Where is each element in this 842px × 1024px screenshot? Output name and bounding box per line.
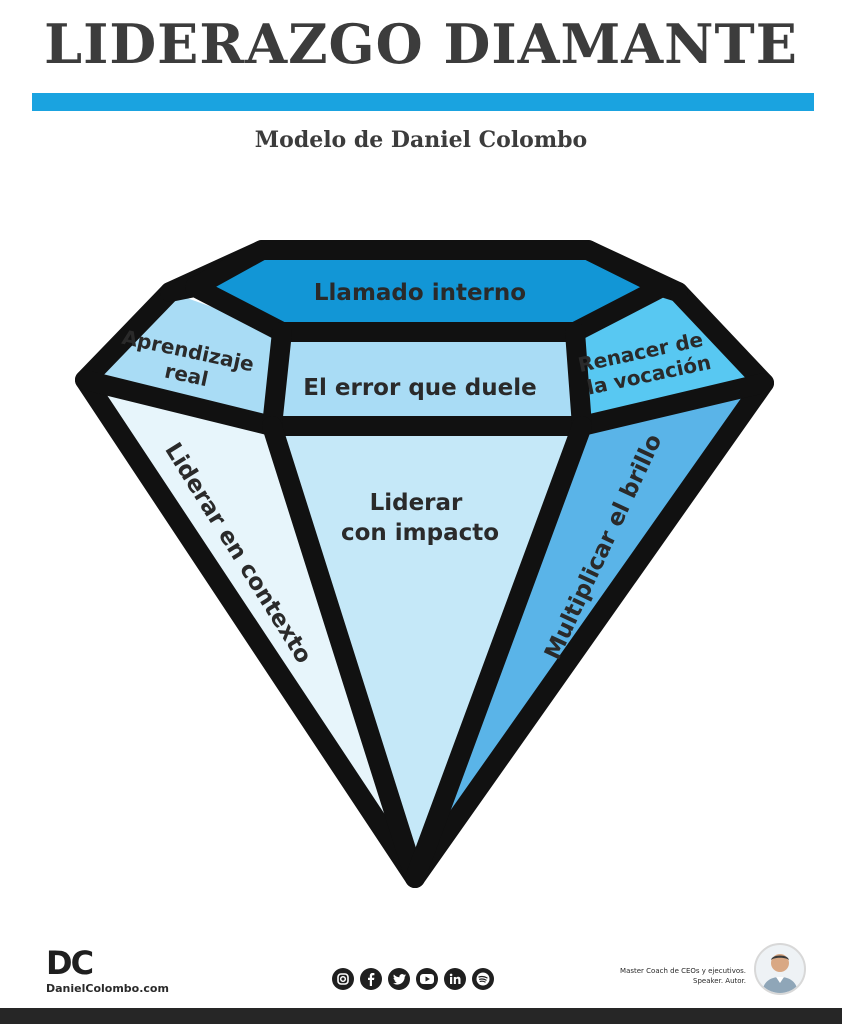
website-link[interactable]: DanielColombo.com xyxy=(46,982,169,995)
facet-center-crown xyxy=(272,332,582,426)
spotify-icon[interactable] xyxy=(472,968,494,990)
label-impacto-line1: Liderar xyxy=(370,490,463,516)
label-el-error-que-duele: El error que duele xyxy=(303,375,536,401)
label-impacto-line2: con impacto xyxy=(341,520,499,546)
label-llamado-interno: Llamado interno xyxy=(314,280,526,306)
brand-logo[interactable]: DC DanielColombo.com xyxy=(46,944,169,995)
facet-left-crown xyxy=(85,292,282,426)
youtube-icon[interactable] xyxy=(416,968,438,990)
facebook-icon[interactable] xyxy=(360,968,382,990)
coach-tagline: Master Coach de CEOs y ejecutivos. Speak… xyxy=(600,966,746,986)
linkedin-icon[interactable] xyxy=(444,968,466,990)
author-avatar xyxy=(754,943,806,995)
page-subtitle: Modelo de Daniel Colombo xyxy=(254,127,588,153)
diamond-outline xyxy=(75,240,774,888)
page-title: LIDERAZGO DIAMANTE xyxy=(44,12,798,76)
facet-top xyxy=(195,250,662,332)
coach-tagline-line2: Speaker. Autor. xyxy=(693,977,746,985)
dc-logo-mark: DC xyxy=(46,944,94,982)
social-links xyxy=(332,968,494,990)
title-underline xyxy=(32,93,814,111)
label-liderar-con-impacto: Liderar con impacto xyxy=(341,490,499,546)
facet-center-pavilion xyxy=(272,426,582,878)
footer-bar xyxy=(0,1008,842,1024)
twitter-icon[interactable] xyxy=(388,968,410,990)
instagram-icon[interactable] xyxy=(332,968,354,990)
coach-tagline-line1: Master Coach de CEOs y ejecutivos. xyxy=(620,967,746,975)
